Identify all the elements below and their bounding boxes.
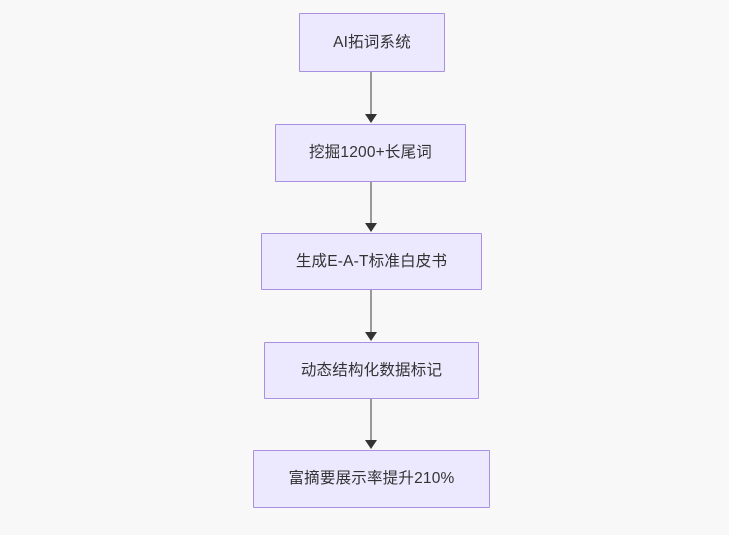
flow-connector-n0-n1	[359, 72, 383, 124]
flow-node-label: 挖掘1200+长尾词	[308, 144, 433, 162]
flow-node-rich-snippet-result[interactable]: 富摘要展示率提升210%	[253, 450, 490, 508]
connector-line	[370, 399, 373, 441]
flow-node-eat-whitepaper[interactable]: 生成E-A-T标准白皮书	[261, 233, 482, 290]
arrow-down-icon	[364, 440, 377, 449]
flow-node-label: 富摘要展示率提升210%	[288, 470, 455, 488]
connector-line	[370, 182, 373, 224]
connector-line	[370, 72, 373, 115]
flow-connector-n1-n2	[359, 182, 383, 233]
arrow-down-icon	[364, 223, 377, 232]
flow-node-label: AI拓词系统	[333, 33, 411, 51]
flow-connector-n2-n3	[359, 290, 383, 342]
connector-line	[370, 290, 373, 333]
arrow-down-icon	[364, 332, 377, 341]
flow-connector-n3-n4	[359, 399, 383, 450]
flow-node-structured-data-markup[interactable]: 动态结构化数据标记	[264, 342, 479, 399]
flow-node-longtail-keywords[interactable]: 挖掘1200+长尾词	[275, 124, 466, 182]
flow-node-label: 动态结构化数据标记	[300, 361, 443, 379]
flow-node-label: 生成E-A-T标准白皮书	[295, 252, 448, 270]
arrow-down-icon	[364, 114, 377, 123]
flow-node-ai-keyword-system[interactable]: AI拓词系统	[299, 13, 445, 72]
